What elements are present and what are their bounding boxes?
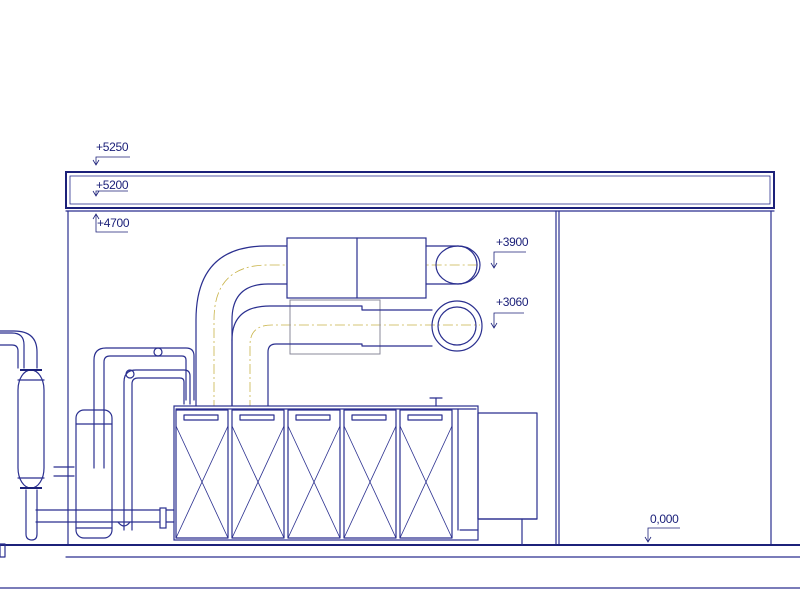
flange-valve [159,507,167,529]
vertical-vessel [17,369,45,489]
generator-unit [173,397,538,546]
elevation-label-0: 0,000 [650,512,679,526]
elevation-label-5200: +5200 [96,178,129,192]
exhaust-duct-lower [231,299,483,411]
roof-beam [65,171,775,209]
module-3 [287,409,341,539]
elevation-label-5250: +5250 [96,140,129,154]
building-frame [0,171,800,589]
module-5 [399,409,453,539]
elevation-label-3060: +3060 [496,295,529,309]
module-2 [231,409,285,539]
elevation-marker-5250: +5250 [92,140,130,166]
module-1 [175,409,229,539]
module-4 [343,409,397,539]
elevation-marker-0: 0,000 [644,512,680,543]
pipe-valve-mid [125,369,135,379]
elevation-label-3900: +3900 [496,235,529,249]
control-cabinet [477,412,538,520]
floor-stub [0,543,6,558]
duct-outlet-upper [435,245,481,285]
roof-beam-inner [69,175,771,205]
piping-left [0,330,195,541]
duct-outlet-lower-outer [431,300,483,352]
elevation-marker-3060: +3060 [490,295,529,329]
pipe-valve-top [153,347,163,357]
duct-outlet-lower-inner [437,306,477,346]
silencer-lower [289,299,381,355]
elevation-marker-5200: +5200 [92,178,129,197]
elevation-marker-3900: +3900 [490,235,529,269]
unit-housing [173,405,479,541]
elevation-marker-4700: +4700 [92,213,130,233]
elevation-label-4700: +4700 [97,216,130,230]
stub-pipe [53,466,75,477]
exhaust-duct-upper [195,237,481,411]
